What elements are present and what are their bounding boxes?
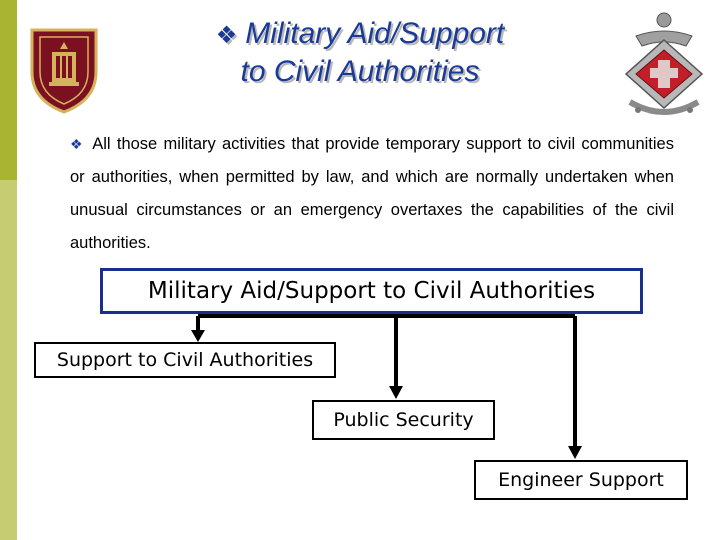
root-node: Military Aid/Support to Civil Authoritie… xyxy=(100,268,643,314)
diamond-bullet-icon: ❖ xyxy=(70,136,85,152)
definition-text: All those military activities that provi… xyxy=(70,135,674,252)
root-node-label: Military Aid/Support to Civil Authoritie… xyxy=(147,278,596,304)
title-line-2: to Civil Authorities xyxy=(240,55,480,88)
slide-title: ❖ Military Aid/Support to Civil Authoriti… xyxy=(150,16,570,90)
accent-stripe-bottom xyxy=(0,180,17,540)
child-node-support-civil: Support to Civil Authorities xyxy=(34,342,336,378)
child-node-public-security: Public Security xyxy=(312,400,495,440)
arrowhead-engineer-support xyxy=(568,446,582,459)
title-line-1-text: Military Aid/Support xyxy=(245,17,505,50)
definition-paragraph: ❖All those military activities that prov… xyxy=(70,128,674,260)
accent-stripe-top xyxy=(0,0,17,180)
arrowhead-public-security xyxy=(389,386,403,399)
arrowhead-support-civil xyxy=(191,330,205,342)
diamond-bullet-icon: ❖ xyxy=(215,22,238,49)
child-node-label: Engineer Support xyxy=(498,469,664,491)
title-line-1: ❖ Military Aid/Support xyxy=(150,16,570,54)
child-node-engineer-support: Engineer Support xyxy=(474,460,688,500)
shield-insignia-icon xyxy=(30,28,98,114)
child-node-label: Public Security xyxy=(333,409,474,431)
child-node-label: Support to Civil Authorities xyxy=(56,349,314,371)
regimental-badge-icon xyxy=(624,12,704,115)
